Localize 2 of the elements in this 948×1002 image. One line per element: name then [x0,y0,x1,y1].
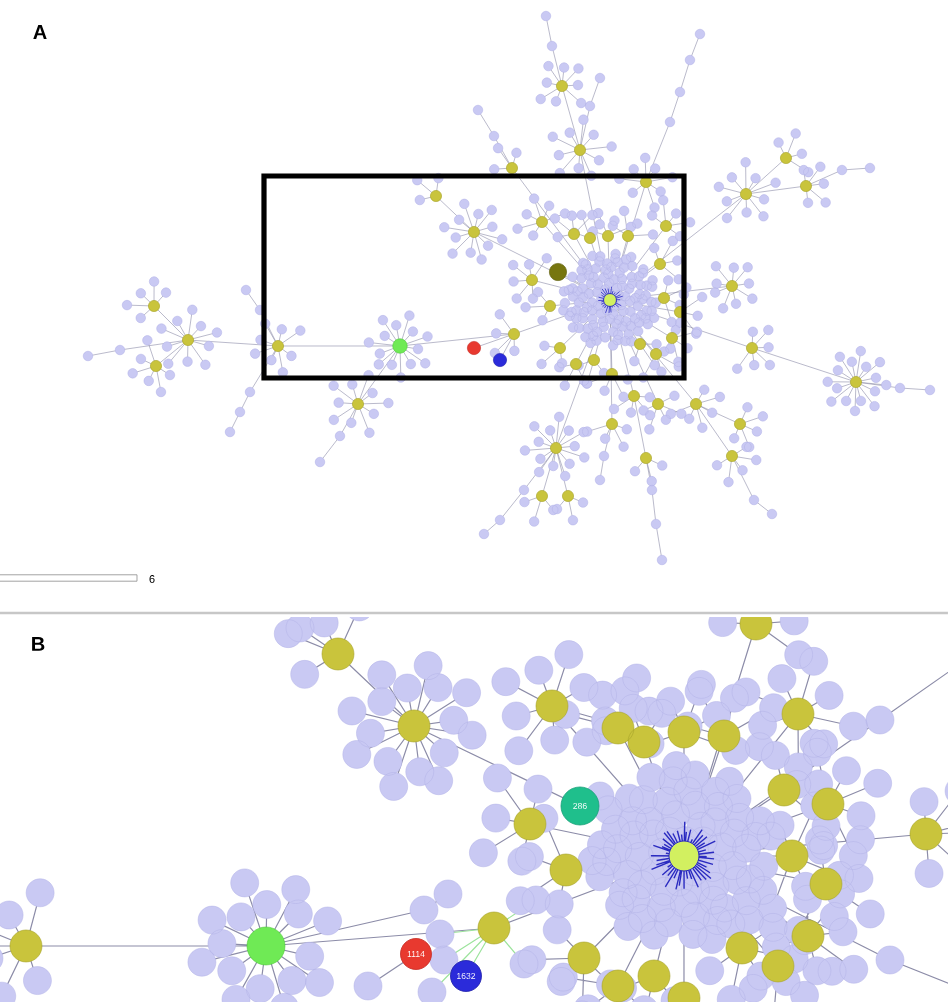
panel-label: A [33,25,47,39]
panel-label: B [32,637,45,651]
